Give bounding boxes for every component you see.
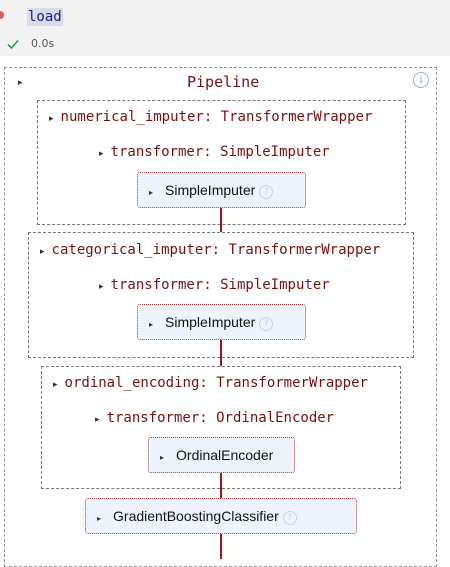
estimator-simpleimputer-2[interactable]: ▸SimpleImputer? xyxy=(137,304,306,340)
estimator-gradientboostingclassifier[interactable]: ▸GradientBoostingClassifier? xyxy=(85,498,357,534)
expand-icon: ▸ xyxy=(160,453,165,462)
code-line[interactable]: load xyxy=(27,8,63,26)
expand-icon: ▸ xyxy=(95,415,100,425)
help-icon[interactable]: ? xyxy=(282,511,297,525)
transformer-label-categorical[interactable]: ▸transformer: SimpleImputer xyxy=(99,277,330,293)
run-status-dot xyxy=(0,11,4,19)
expand-icon: ▸ xyxy=(49,114,54,124)
expand-icon: ▸ xyxy=(53,380,58,390)
expand-icon: ▸ xyxy=(149,188,154,197)
pipeline-label[interactable]: Pipeline xyxy=(187,73,260,91)
cell-status-row: 0.0s xyxy=(0,32,450,56)
connector-line xyxy=(220,208,222,232)
expand-icon: ▸ xyxy=(97,514,102,523)
expand-icon: ▸ xyxy=(99,282,104,292)
info-icon[interactable]: i xyxy=(413,72,429,88)
estimator-ordinalencoder[interactable]: ▸OrdinalEncoder xyxy=(148,437,295,473)
step-label-numerical-imputer[interactable]: ▸numerical_imputer: TransformerWrapper xyxy=(49,109,373,125)
estimator-simpleimputer-1[interactable]: ▸SimpleImputer? xyxy=(137,172,306,208)
check-icon xyxy=(7,39,19,50)
connector-line xyxy=(220,340,222,366)
transformer-label-ordinal[interactable]: ▸transformer: OrdinalEncoder xyxy=(95,410,335,426)
help-icon[interactable]: ? xyxy=(259,317,274,331)
step-label-ordinal-encoding[interactable]: ▸ordinal_encoding: TransformerWrapper xyxy=(53,375,368,391)
cell-output: ▸ Pipeline i ▸numerical_imputer: Transfo… xyxy=(0,57,450,567)
code-cell[interactable]: load xyxy=(0,0,450,32)
transformer-label-numerical[interactable]: ▸transformer: SimpleImputer xyxy=(99,144,330,160)
connector-line xyxy=(220,473,222,499)
connector-line xyxy=(220,534,222,559)
expand-icon: ▸ xyxy=(40,247,45,257)
step-label-categorical-imputer[interactable]: ▸categorical_imputer: TransformerWrapper xyxy=(40,242,381,258)
execution-time: 0.0s xyxy=(31,37,55,50)
help-icon[interactable]: ? xyxy=(259,185,274,199)
expand-icon: ▸ xyxy=(99,149,104,159)
pipeline-expand-icon[interactable]: ▸ xyxy=(18,78,23,88)
expand-icon: ▸ xyxy=(149,320,154,329)
